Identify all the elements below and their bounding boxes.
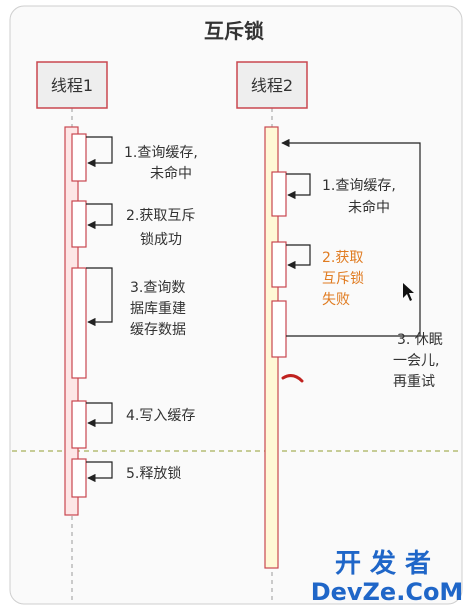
mouse-cursor-icon (403, 283, 414, 301)
diagram-title: 互斥锁 (204, 19, 264, 43)
t1-step4-arrow (86, 402, 113, 428)
t2-step1-label: 1.查询缓存, 未命中 (322, 178, 400, 216)
t1-step1-box (71, 133, 87, 182)
thread1-label: 线程1 (51, 76, 93, 95)
watermark-cn: 开 发 者 (335, 548, 431, 579)
diagram-frame (9, 5, 463, 605)
t1-step1-label: 1.查询缓存, 未命中 (124, 145, 202, 182)
t2-step3-box (271, 300, 287, 358)
t1-step4-label: 4.写入缓存 (126, 408, 195, 424)
watermark-en: DevZe.CoM (311, 578, 464, 606)
red-annotation-mark (281, 374, 304, 383)
t2-step1-arrow (286, 173, 311, 200)
t1-step5-arrow (86, 461, 113, 483)
thread2-header (236, 61, 308, 109)
t2-retry-arrow (281, 138, 421, 337)
t1-step2-box (71, 200, 87, 248)
t1-step2-arrow (86, 203, 113, 230)
t1-step3-box (71, 267, 87, 379)
t2-step2-arrow (286, 244, 311, 270)
t1-step3-label: 3.查询数 据库重建 缓存数据 (130, 280, 190, 338)
t1-step5-box (71, 458, 87, 498)
t2-step2-label: 2.获取 互斥锁 失败 (322, 250, 368, 308)
thread1-header (36, 61, 108, 109)
retry-note: 3. 休眠 一会儿, 再重试 (393, 332, 447, 390)
t1-step2-label: 2.获取互斥 锁成功 (126, 208, 200, 248)
thread2-label: 线程2 (251, 76, 293, 95)
t2-step1-box (271, 171, 287, 217)
t2-step2-box (271, 241, 287, 288)
t1-step1-arrow (86, 136, 113, 168)
t1-step5-label: 5.释放锁 (126, 466, 181, 482)
t1-step4-box (71, 400, 87, 449)
t1-step3-arrow (86, 267, 113, 327)
